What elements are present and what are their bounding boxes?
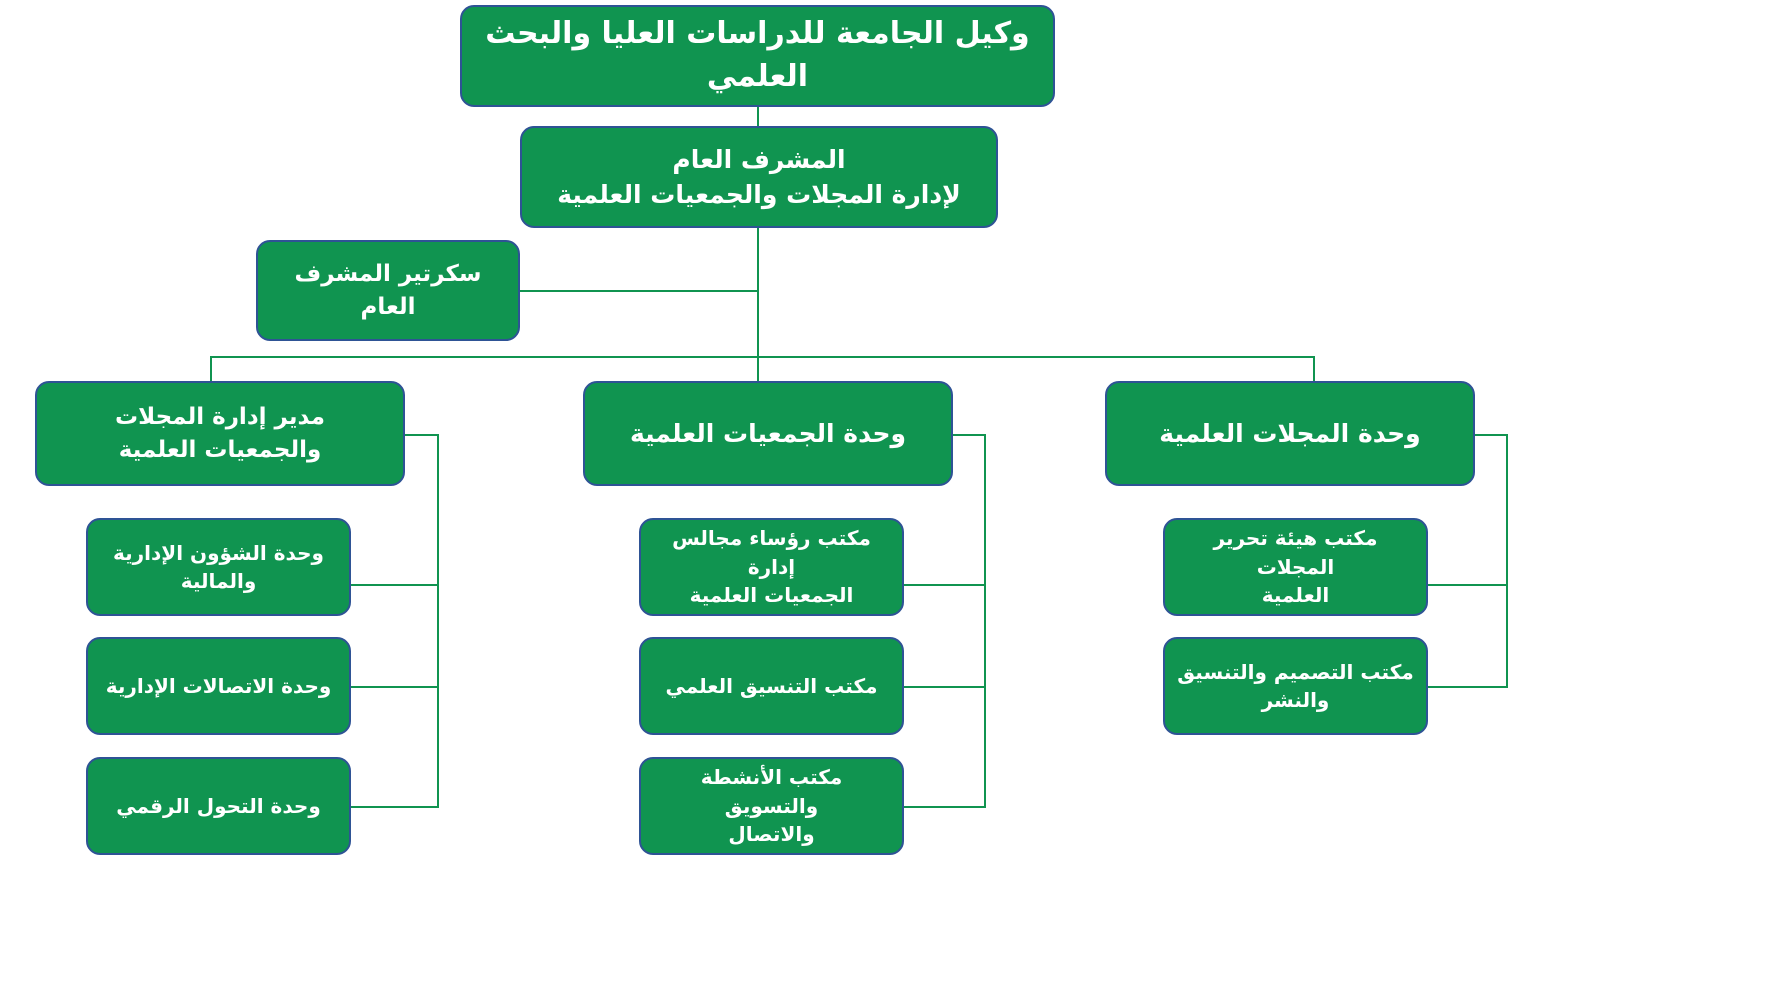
node-label: وحدة التحول الرقمي <box>116 793 321 818</box>
node-association-board-chairs-office[interactable]: مكتب رؤساء مجالس إدارة الجمعيات العلمية <box>639 518 904 616</box>
connector-journals-rail <box>1506 434 1508 688</box>
connector-associations-child-2 <box>902 686 986 688</box>
connector-secretary-to-spine <box>520 290 758 292</box>
connector-bus-drop-right <box>1313 356 1315 381</box>
node-label: وحدة المجلات العلمية <box>1159 418 1421 448</box>
connector-journals-stub <box>1474 434 1508 436</box>
connector-level3-bus <box>210 356 1314 358</box>
node-label: مدير إدارة المجلات والجمعيات العلمية <box>115 403 325 463</box>
node-secretary[interactable]: سكرتير المشرف العام <box>256 240 520 341</box>
node-journals-editorial-board-office[interactable]: مكتب هيئة تحرير المجلات العلمية <box>1163 518 1428 616</box>
connector-associations-stub <box>952 434 986 436</box>
node-label: وكيل الجامعة للدراسات العليا والبحث العل… <box>485 16 1030 94</box>
connector-associations-child-1 <box>902 584 986 586</box>
node-label: وحدة الاتصالات الإدارية <box>105 673 332 698</box>
connector-associations-rail <box>984 434 986 808</box>
node-scientific-journals-unit[interactable]: وحدة المجلات العلمية <box>1105 381 1475 486</box>
node-activities-marketing-communication-office[interactable]: مكتب الأنشطة والتسويق والاتصال <box>639 757 904 855</box>
connector-journals-child-2 <box>1426 686 1508 688</box>
node-label: مكتب رؤساء مجالس إدارة الجمعيات العلمية <box>672 526 871 608</box>
connector-bus-drop-middle <box>757 356 759 381</box>
connector-associations-child-3 <box>902 806 986 808</box>
node-admin-financial-affairs-unit[interactable]: وحدة الشؤون الإدارية والمالية <box>86 518 351 616</box>
connector-root-to-supervisor <box>757 107 759 126</box>
node-label: مكتب هيئة تحرير المجلات العلمية <box>1213 526 1378 608</box>
connector-manager-child-2 <box>351 686 438 688</box>
node-scientific-coordination-office[interactable]: مكتب التنسيق العلمي <box>639 637 904 735</box>
node-administrative-communications-unit[interactable]: وحدة الاتصالات الإدارية <box>86 637 351 735</box>
connector-bus-drop-left <box>210 356 212 381</box>
node-digital-transformation-unit[interactable]: وحدة التحول الرقمي <box>86 757 351 855</box>
connector-supervisor-spine <box>757 228 759 357</box>
node-label: مكتب التنسيق العلمي <box>665 673 878 698</box>
node-label: سكرتير المشرف العام <box>294 260 482 320</box>
connector-manager-rail <box>437 434 439 808</box>
node-design-layout-publishing-office[interactable]: مكتب التصميم والتنسيق والنشر <box>1163 637 1428 735</box>
node-label: مكتب التصميم والتنسيق والنشر <box>1177 659 1414 712</box>
connector-manager-child-3 <box>351 806 438 808</box>
node-label: وحدة الجمعيات العلمية <box>629 418 907 448</box>
node-label: وحدة الشؤون الإدارية والمالية <box>113 540 324 593</box>
connector-manager-child-1 <box>351 584 438 586</box>
node-label: مكتب الأنشطة والتسويق والاتصال <box>700 765 843 847</box>
node-university-vice-president[interactable]: وكيل الجامعة للدراسات العليا والبحث العل… <box>460 5 1055 107</box>
connector-manager-stub <box>405 434 439 436</box>
connector-journals-child-1 <box>1426 584 1508 586</box>
node-label: المشرف العام لإدارة المجلات والجمعيات ال… <box>557 144 961 210</box>
node-general-supervisor[interactable]: المشرف العام لإدارة المجلات والجمعيات ال… <box>520 126 998 228</box>
node-manager-journals-associations[interactable]: مدير إدارة المجلات والجمعيات العلمية <box>35 381 405 486</box>
node-scientific-associations-unit[interactable]: وحدة الجمعيات العلمية <box>583 381 953 486</box>
